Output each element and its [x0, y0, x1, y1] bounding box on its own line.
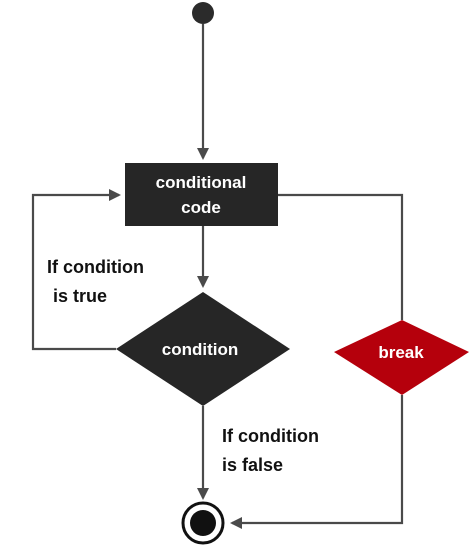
end-node: [181, 501, 225, 545]
condition-diamond: [116, 292, 290, 406]
process-box-label-line1: conditional: [156, 173, 247, 192]
end-node-core: [190, 510, 216, 536]
process-box-label-line2: code: [181, 198, 221, 217]
true-branch-label-line2: is true: [53, 286, 107, 306]
edge-break-to-end: [230, 395, 404, 529]
break-node: break: [334, 320, 469, 395]
condition-node: condition: [116, 292, 290, 406]
process-box-shape: [125, 163, 278, 226]
condition-label: condition: [162, 340, 238, 359]
start-node: [192, 2, 214, 24]
edge-condition-true-loop: [31, 189, 121, 351]
break-label: break: [378, 343, 424, 362]
true-branch-label-line1: If condition: [47, 257, 144, 277]
false-branch-label-line2: is false: [222, 455, 283, 475]
edge-process-to-break: [278, 193, 404, 320]
false-branch-label-line1: If condition: [222, 426, 319, 446]
process-box: conditional code: [125, 163, 278, 226]
break-diamond: [334, 320, 469, 395]
